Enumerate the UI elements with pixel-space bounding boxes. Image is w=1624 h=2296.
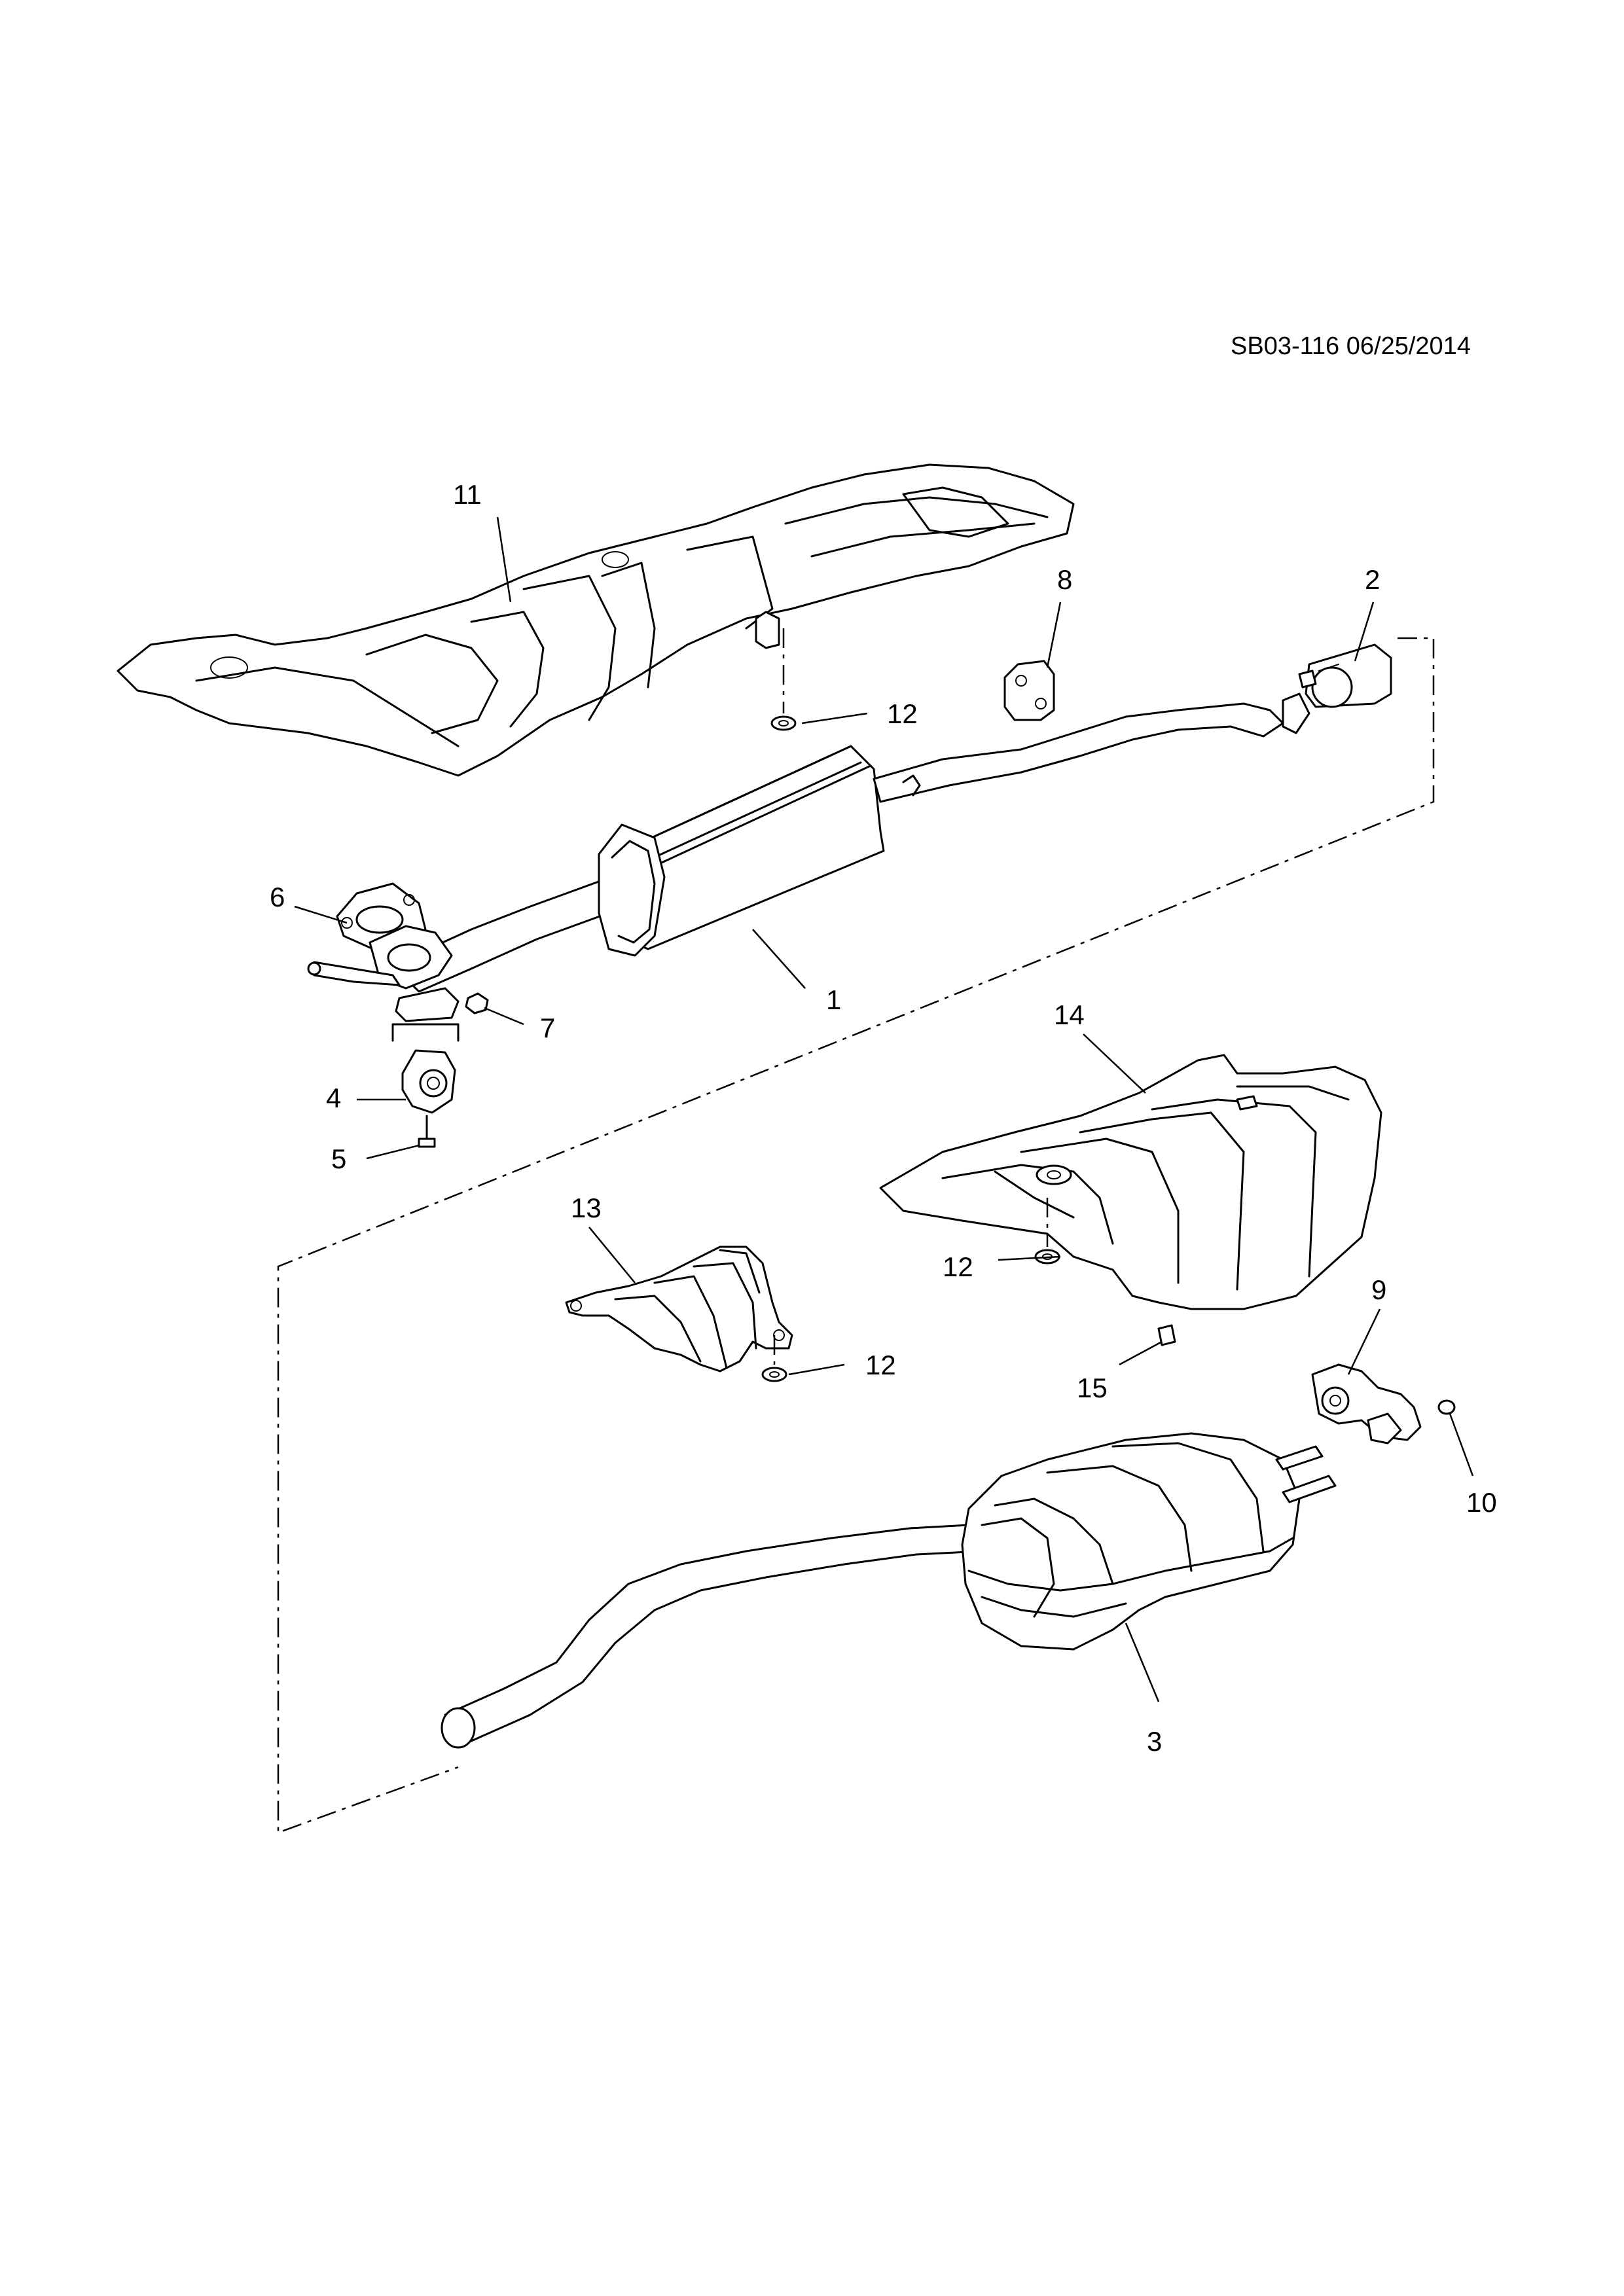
- leader-1: [752, 929, 806, 989]
- callout-12c: 12: [865, 1350, 896, 1380]
- callout-8: 8: [1057, 564, 1072, 595]
- leader-7: [484, 1007, 524, 1026]
- diagram-reference-code: SB03-116 06/25/2014: [1231, 332, 1471, 360]
- flange-gasket: [336, 882, 427, 950]
- callout-6: 6: [270, 882, 285, 912]
- callout-13: 13: [571, 1193, 602, 1223]
- hanger-insulator: [1437, 1399, 1456, 1415]
- front-pipe-with-center-muffler: [391, 692, 1310, 993]
- leader-5: [366, 1144, 420, 1160]
- callout-11: 11: [453, 479, 482, 510]
- shield-clip: [1157, 1324, 1176, 1346]
- leader-12b: [998, 1255, 1061, 1261]
- pipe-flange: [307, 925, 460, 1022]
- hanger-bracket-bracket-guide: [391, 1023, 460, 1042]
- callout-15: 15: [1077, 1372, 1108, 1403]
- leader-15: [1119, 1340, 1163, 1366]
- leader-13: [588, 1227, 636, 1283]
- leader-12c: [788, 1363, 845, 1376]
- rear-muffler-with-tailpipe: [441, 1432, 1337, 1749]
- callout-14: 14: [1054, 999, 1085, 1030]
- hanger-bolt: [418, 1115, 436, 1148]
- callout-7: 7: [540, 1013, 555, 1043]
- leader-3: [1125, 1623, 1160, 1702]
- retaining-nut-3: [761, 1367, 787, 1382]
- front-heat-shield: [117, 463, 1075, 777]
- callout-5: 5: [331, 1143, 346, 1174]
- leader-10: [1449, 1413, 1474, 1477]
- nut: [465, 992, 489, 1014]
- callout-12a: 12: [887, 698, 918, 729]
- leader-14: [1083, 1033, 1146, 1094]
- callout-labels: 1 2 3 4 5 6 7 8 9 10 11 12 12 12 13 14 1…: [270, 479, 1497, 1757]
- leader-6: [294, 905, 348, 924]
- rubber-insulator: [1003, 660, 1055, 721]
- rear-hanger-bracket: [1311, 1363, 1422, 1444]
- leader-12a: [801, 712, 868, 725]
- callout-10: 10: [1466, 1487, 1497, 1518]
- rear-heat-shield: [879, 1054, 1382, 1310]
- callout-3: 3: [1147, 1726, 1162, 1757]
- leader-8: [1046, 601, 1062, 668]
- retaining-nut-1: [770, 715, 797, 731]
- callout-9: 9: [1371, 1274, 1386, 1305]
- middle-heat-shield: [565, 1246, 793, 1372]
- leader-9: [1347, 1308, 1381, 1375]
- callout-2: 2: [1365, 564, 1380, 595]
- leader-11: [496, 516, 512, 603]
- callout-1: 1: [826, 984, 841, 1015]
- callout-12b: 12: [943, 1251, 973, 1282]
- leader-2: [1354, 601, 1375, 662]
- callout-4: 4: [326, 1083, 341, 1113]
- pipe-alignment-outline: [277, 637, 1435, 1834]
- pipe-clamp: [1298, 643, 1392, 708]
- callout-leaders: [294, 516, 1474, 1702]
- exhaust-hanger: [401, 1049, 456, 1114]
